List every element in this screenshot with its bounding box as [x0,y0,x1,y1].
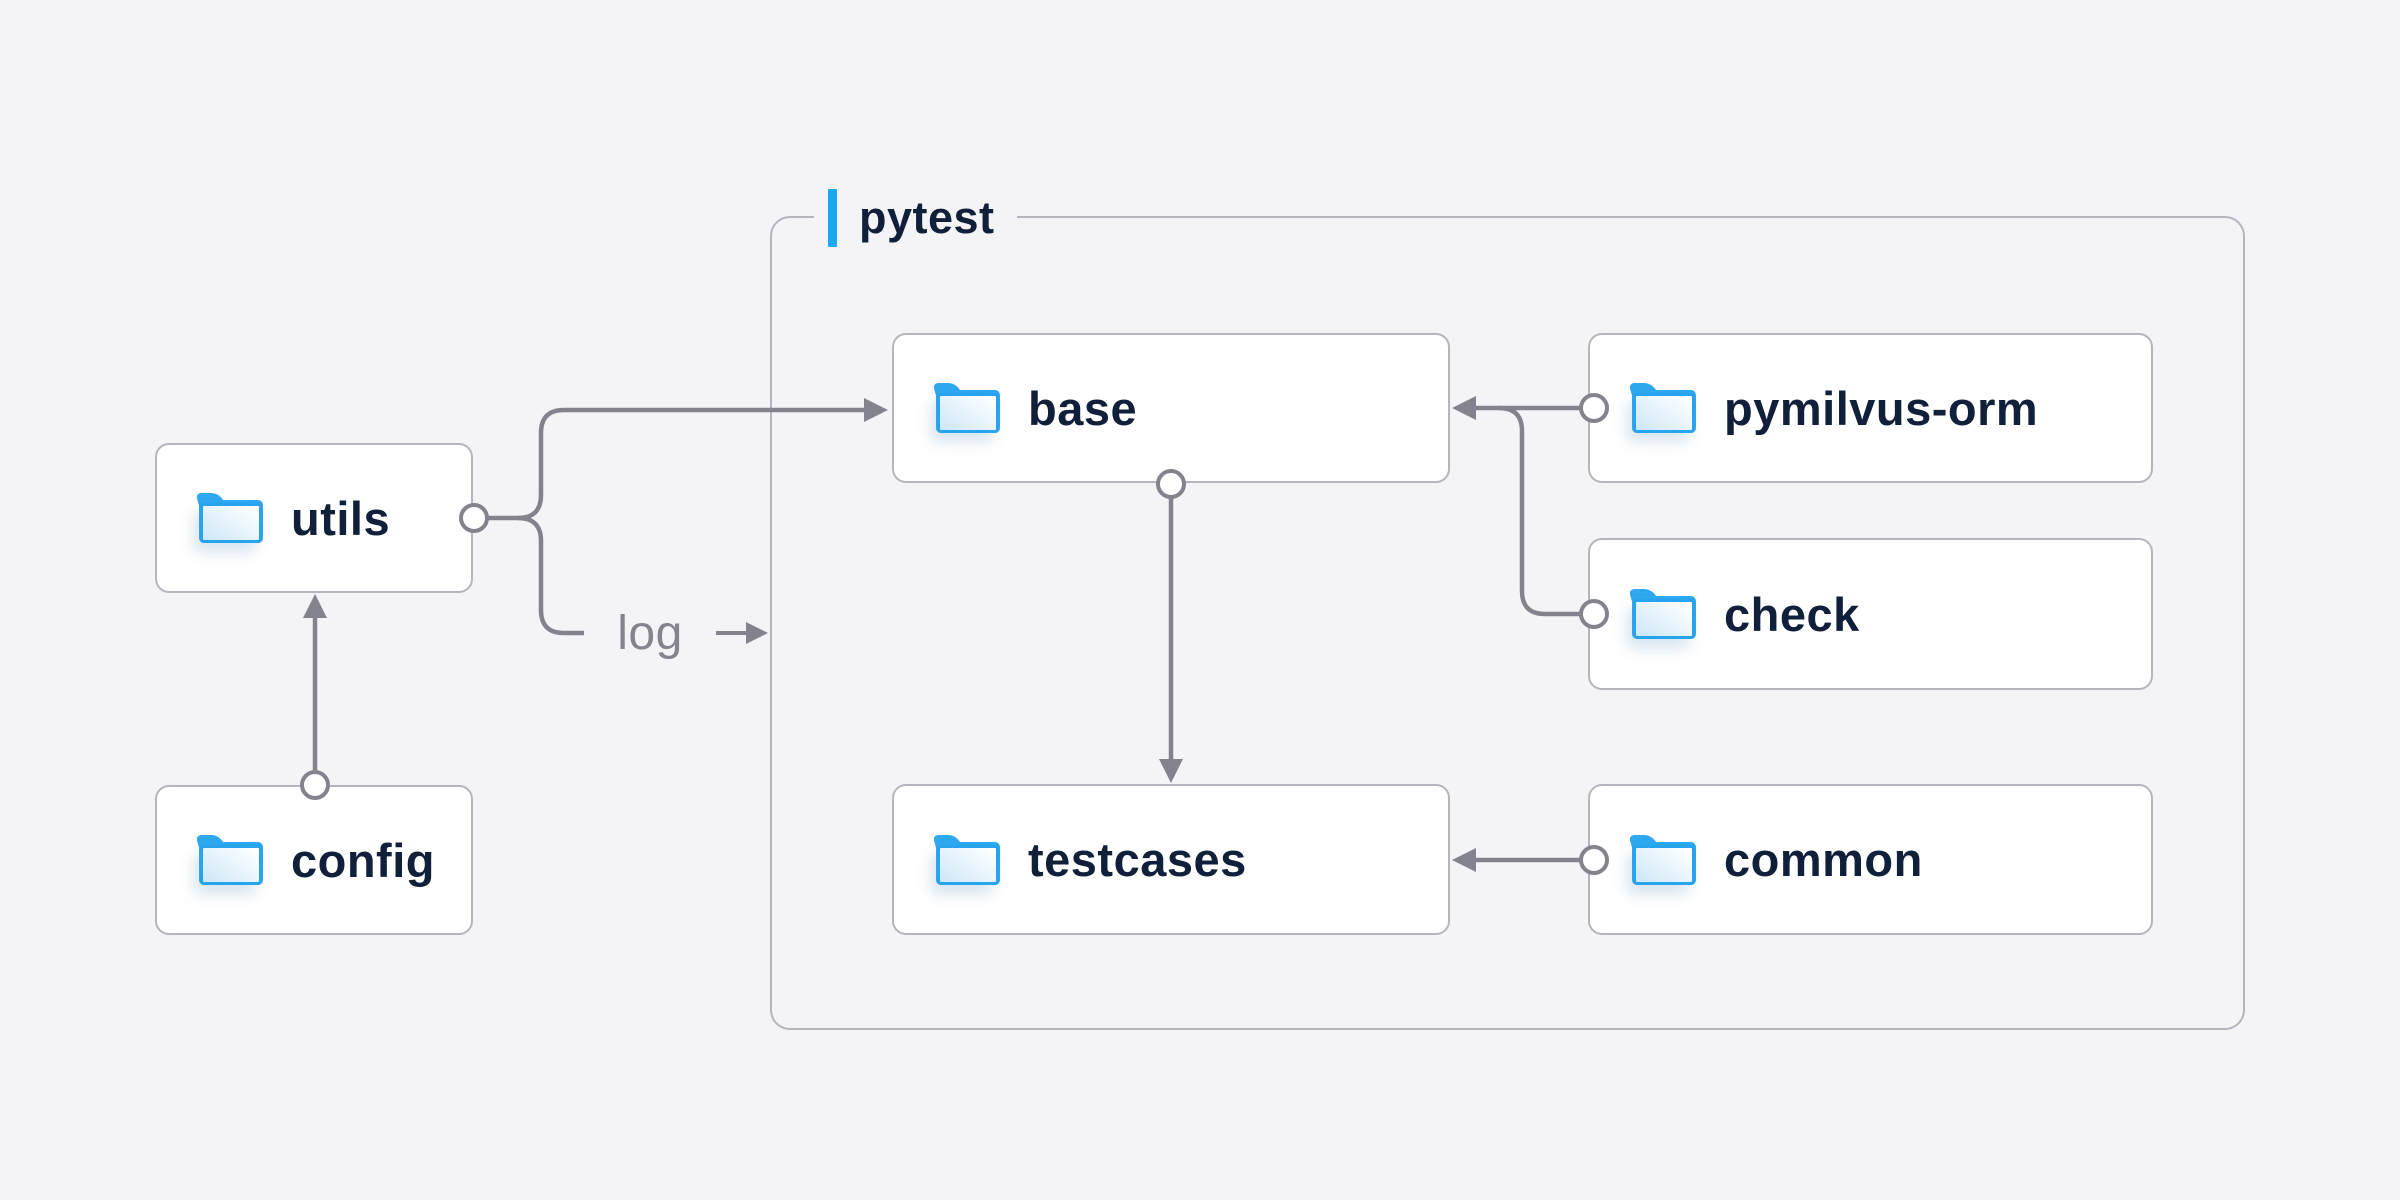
group-pytest-label: pytest [814,187,1017,249]
folder-icon [932,383,1000,433]
folder-icon [195,493,263,543]
folder-icon [1628,383,1696,433]
node-base: base [892,333,1450,483]
folder-icon [932,834,1000,885]
edge-config-utils [300,594,330,800]
node-check: check [1588,538,2153,690]
node-pymilvus-orm: pymilvus-orm [1588,333,2153,483]
node-check-label: check [1724,587,1860,641]
node-common: common [1588,784,2153,935]
node-pymilvus-orm-label: pymilvus-orm [1724,381,2039,435]
group-pytest: pytest [770,187,2245,1030]
edge-log-arrow [716,622,768,644]
accent-bar-icon [828,189,837,247]
node-config-label: config [291,833,435,887]
node-utils: utils [155,443,473,593]
arrowhead-up-icon [303,594,327,618]
folder-icon [1628,834,1696,885]
node-common-label: common [1724,833,1923,886]
arrowhead-right-icon [746,622,768,644]
node-testcases-label: testcases [1028,833,1247,886]
edge-log-label: log [617,606,683,660]
group-pytest-label-text: pytest [859,192,995,243]
node-testcases: testcases [892,784,1450,935]
node-utils-label: utils [291,491,391,545]
folder-icon [195,835,263,885]
node-config: config [155,785,473,935]
folder-icon [1628,589,1696,639]
node-base-label: base [1028,381,1138,435]
